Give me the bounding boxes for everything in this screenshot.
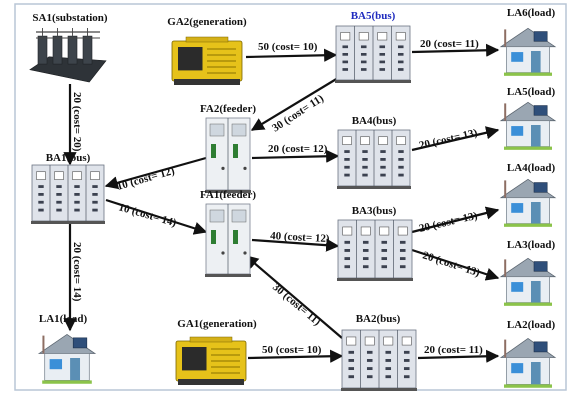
node-label-sa1: SA1(substation) [32, 12, 108, 24]
house-icon [499, 337, 557, 388]
node-la6: LA6(load) [499, 7, 557, 76]
edge-ba3-to-la4 [411, 206, 500, 234]
edge-fa2-to-ba1 [104, 156, 207, 190]
node-label-la4: LA4(load) [507, 162, 556, 174]
node-sa1: SA1(substation) [29, 12, 108, 83]
edge-label-fa1-to-ba3: 40 (cost= 12) [270, 230, 330, 245]
edge-label-ba2-to-la2: 20 (cost= 11) [424, 344, 483, 356]
node-fa1: FA1(feeder) [200, 189, 256, 277]
node-ga2: GA2(generation) [167, 16, 247, 85]
edge-label-ga1-to-ba2: 50 (cost= 10) [262, 344, 322, 356]
node-label-ba1: BA1(bus) [46, 152, 91, 164]
node-ga1: GA1(generation) [175, 318, 257, 385]
node-label-la2: LA2(load) [507, 319, 556, 331]
nodes-layer: SA1(substation) GA2(generation) BA5(bus) LA… [29, 7, 557, 391]
node-ba3: BA3(bus) [337, 205, 413, 281]
edge-ba5-to-fa2 [250, 77, 339, 131]
house-icon [37, 333, 97, 384]
edge-fa1-to-ba3 [251, 238, 340, 252]
node-la4: LA4(load) [499, 162, 557, 227]
bus-cabinet-icon [335, 25, 411, 83]
feeder-cabinet-icon [205, 117, 251, 193]
edge-fa2-to-ba4 [251, 149, 340, 163]
edge-label-fa2-to-ba4: 20 (cost= 12) [268, 143, 328, 155]
diagram-frame [14, 3, 567, 391]
house-icon [499, 27, 557, 76]
node-label-ga1: GA1(generation) [177, 318, 257, 330]
edge-label-ba1-to-la1: 20 (cost= 14) [71, 242, 83, 302]
node-fa2: FA2(feeder) [200, 103, 256, 193]
node-label-ba3: BA3(bus) [352, 205, 397, 217]
feeder-cabinet-icon [205, 203, 251, 277]
node-label-ba4: BA4(bus) [352, 115, 397, 127]
house-icon [499, 101, 557, 150]
edge-label-ba3-to-la4: 20 (cost= 13) [418, 210, 479, 235]
bus-cabinet-icon [341, 329, 417, 391]
node-label-la5: LA5(load) [507, 86, 556, 98]
edge-label-ba5-to-la6: 20 (cost= 11) [420, 38, 479, 50]
node-ba1: BA1(bus) [31, 152, 105, 224]
edge-label-ba4-to-la5: 20 (cost= 13) [418, 127, 479, 152]
node-label-la6: LA6(load) [507, 7, 556, 19]
edge-ba4-to-la5 [411, 126, 500, 152]
edge-label-fa2-to-ba1: 10 (cost= 12) [116, 165, 177, 193]
edge-label-ba1-to-fa1: 10 (cost= 14) [117, 201, 178, 229]
node-label-fa2: FA2(feeder) [200, 103, 256, 115]
node-label-fa1: FA1(feeder) [200, 189, 256, 201]
edge-ga1-to-ba2 [247, 349, 344, 363]
node-la3: LA3(load) [499, 239, 557, 306]
edge-labels-layer: 50 (cost= 10) 20 (cost= 11) 30 (cost= 11) 2… [71, 38, 483, 356]
node-la5: LA5(load) [499, 86, 557, 150]
generator-icon [171, 36, 243, 85]
node-ba5: BA5(bus) [335, 10, 411, 83]
node-label-ga2: GA2(generation) [167, 16, 247, 28]
edge-label-ba3-to-la3: 20 (cost= 13) [421, 249, 482, 279]
substation-icon [29, 28, 107, 83]
edge-label-ba2-to-fa1: 30 (cost= 11) [270, 281, 323, 328]
edges-layer [63, 43, 500, 363]
node-la2: LA2(load) [499, 319, 557, 388]
bus-cabinet-icon [337, 219, 413, 281]
bus-cabinet-icon [31, 164, 105, 224]
house-icon [499, 257, 557, 306]
edge-ba3-to-la3 [411, 248, 500, 281]
node-label-ba2: BA2(bus) [356, 313, 401, 325]
edge-ba1-to-fa1 [105, 198, 208, 235]
generator-icon [175, 336, 247, 385]
edge-ba2-to-la2 [417, 349, 500, 363]
edge-ba2-to-fa1 [244, 255, 343, 339]
node-label-la1: LA1(load) [39, 313, 88, 325]
node-ba4: BA4(bus) [337, 115, 411, 189]
house-icon [499, 178, 557, 227]
node-la1: LA1(load) [37, 313, 97, 384]
node-label-la3: LA3(load) [507, 239, 556, 251]
edge-ba5-to-la6 [411, 43, 500, 57]
edge-ga2-to-ba5 [245, 48, 338, 62]
edge-label-ga2-to-ba5: 50 (cost= 10) [258, 41, 318, 53]
node-label-ba5: BA5(bus) [351, 10, 396, 22]
bus-cabinet-icon [337, 129, 411, 189]
node-ba2: BA2(bus) [341, 313, 417, 391]
edge-label-sa1-to-ba1: 20 (cost= 20) [71, 92, 83, 152]
